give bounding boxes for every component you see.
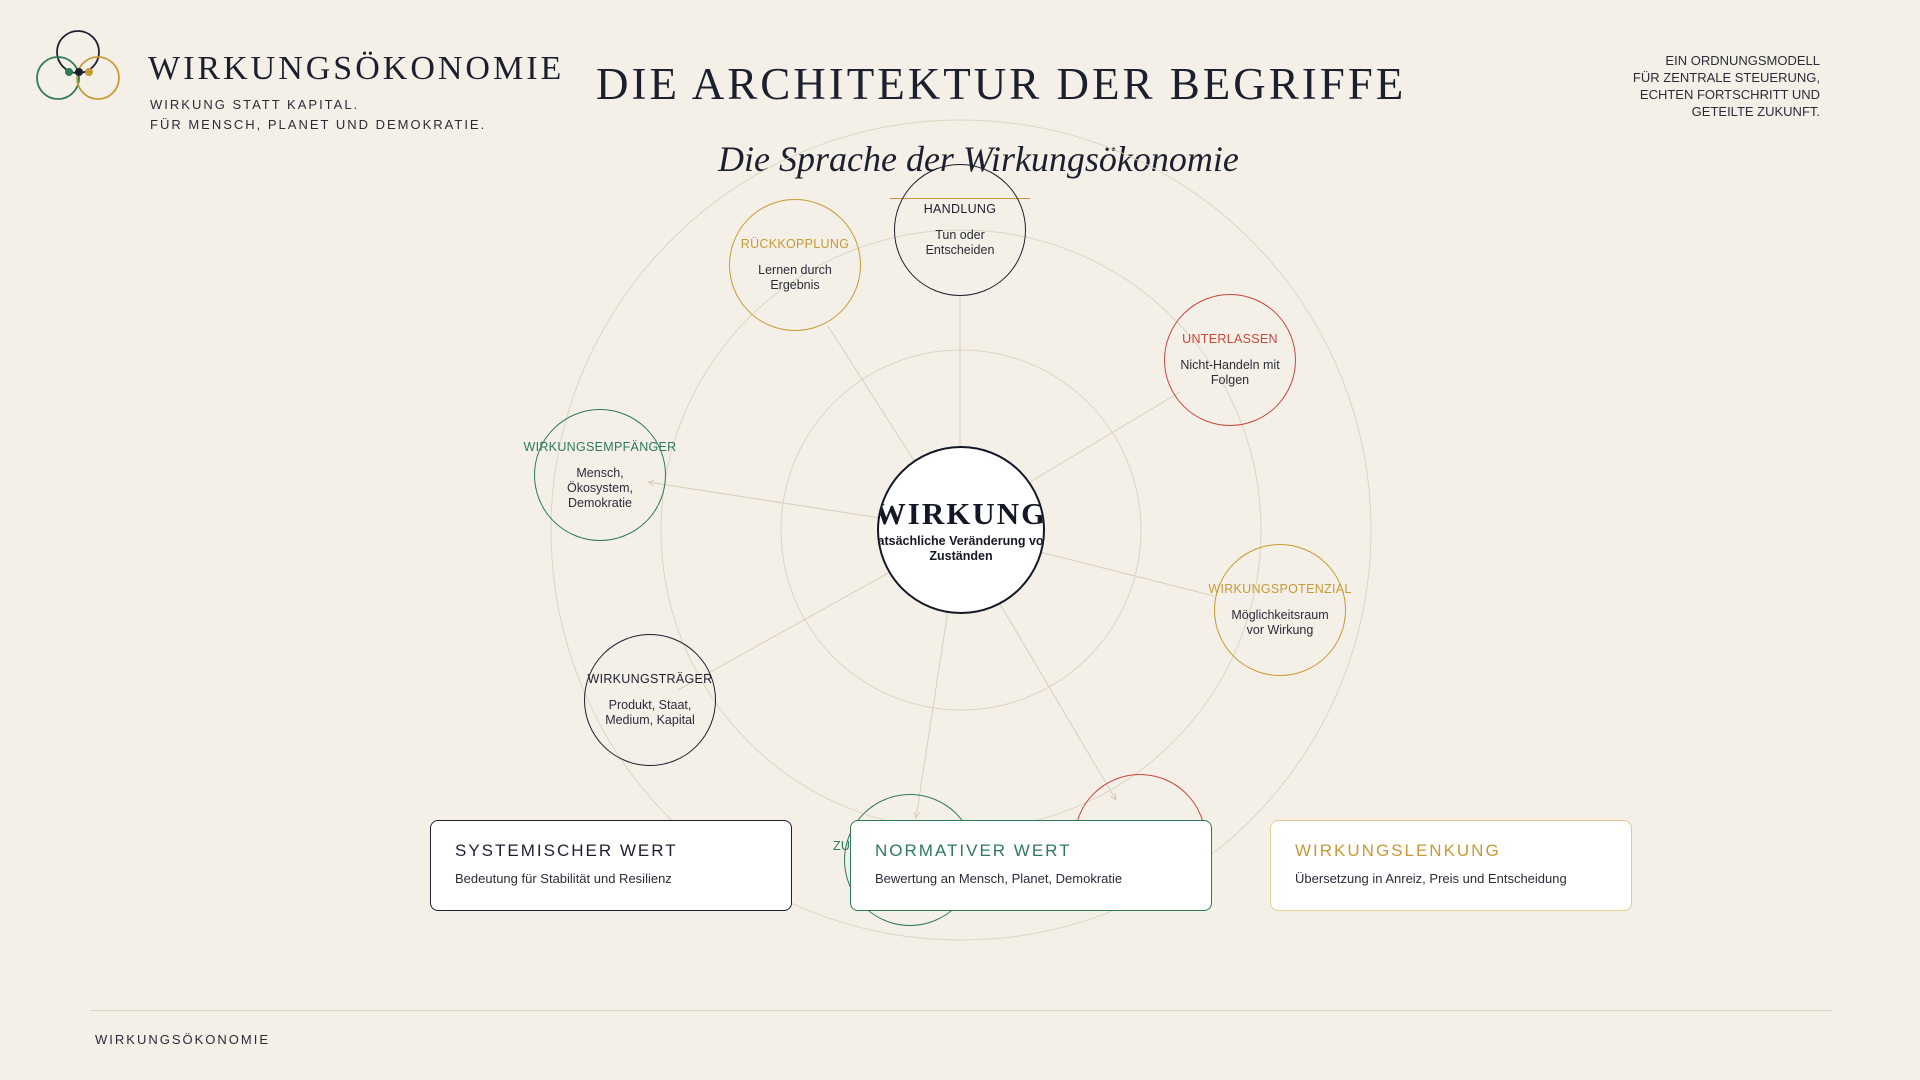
tagline: EIN ORDNUNGSMODELL FÜR ZENTRALE STEUERUN…: [1580, 52, 1820, 120]
connector-zustand: [916, 609, 949, 818]
card-systemischer-wert-title: SYSTEMISCHER WERT: [455, 841, 678, 860]
node-handlung-title: HANDLUNG: [923, 202, 997, 216]
footer-divider: [90, 1010, 1832, 1011]
node-wirkungspotenzial: WIRKUNGSPOTENZIAL Möglichkeitsraum vor W…: [1208, 544, 1351, 676]
card-wirkungslenkung-description: Übersetzung in Anreiz, Preis und Entsche…: [1295, 871, 1567, 886]
card-normativer-wert-description: Bewertung an Mensch, Planet, Demokratie: [875, 871, 1123, 886]
footer-brand: WIRKUNGSÖKONOMIE: [95, 1032, 271, 1047]
node-unterlassen: UNTERLASSEN Nicht-Handeln mit Folgen: [1164, 294, 1296, 426]
card-wirkungslenkung-title: WIRKUNGSLENKUNG: [1295, 841, 1501, 860]
card-wirkungslenkung: WIRKUNGSLENKUNG Übersetzung in Anreiz, P…: [1270, 820, 1632, 911]
inner-ring: [780, 349, 1142, 711]
node-wirkungsempfaenger-title: WIRKUNGSEMPFÄNGER: [523, 439, 677, 454]
page-title: DIE ARCHITEKTUR DER BEGRIFFE: [596, 59, 1407, 109]
node-wirkungspotenzial-description: Möglichkeitsraum vor Wirkung: [1231, 608, 1329, 637]
node-unterlassen-description: Nicht-Handeln mit Folgen: [1180, 358, 1280, 387]
node-wirkungspotenzial-title: WIRKUNGSPOTENZIAL: [1208, 582, 1352, 596]
tagline-line2: FÜR ZENTRALE STEUERUNG,: [1632, 70, 1820, 85]
card-normativer-wert: NORMATIVER WERT Bewertung an Mensch, Pla…: [850, 820, 1212, 911]
connector-traeger: [677, 571, 891, 691]
node-rueckkopplung-title: RÜCKKOPPLUNG: [740, 237, 850, 251]
node-zustand-title: ZU: [833, 839, 851, 853]
brand-subtitle-line2: FÜR MENSCH, PLANET UND DEMOKRATIE.: [150, 117, 487, 132]
node-rueckkopplung: RÜCKKOPPLUNG Lernen durch Ergebnis: [729, 199, 861, 331]
connector-unterlassen: [1019, 391, 1181, 489]
tagline-line3: ECHTEN FORTSCHRITT UND: [1639, 87, 1820, 102]
brand-title: WIRKUNGSÖKONOMIE: [148, 50, 565, 87]
connector-potenzial: [1039, 551, 1215, 597]
node-wirkungstraeger-description: Produkt, Staat, Medium, Kapital: [605, 698, 695, 727]
card-normativer-wert-title: NORMATIVER WERT: [875, 841, 1072, 860]
node-rueckkopplung-description: Lernen durch Ergebnis: [758, 263, 832, 292]
node-handlung: HANDLUNG Tun oder Entscheiden: [894, 164, 1026, 296]
brand-subtitle: WIRKUNG STATT KAPITAL. FÜR MENSCH, PLANE…: [150, 95, 486, 135]
card-systemischer-wert: SYSTEMISCHER WERT Bedeutung für Stabilit…: [430, 820, 792, 911]
node-wirkungstraeger-title: WIRKUNGSTRÄGER: [587, 672, 713, 686]
node-wirkungstraeger: WIRKUNGSTRÄGER Produkt, Staat, Medium, K…: [584, 634, 716, 766]
node-wirkungsempfaenger-description: Mensch, Ökosystem, Demokratie: [567, 465, 633, 510]
connector-red-lower: [999, 603, 1116, 800]
card-systemischer-wert-description: Bedeutung für Stabilität und Resilienz: [455, 871, 672, 886]
tagline-line1: EIN ORDNUNGSMODELL: [1665, 53, 1820, 68]
node-handlung-description: Tun oder Entscheiden: [925, 228, 995, 257]
connector-rueckkopplung: [827, 325, 921, 471]
node-unterlassen-title: UNTERLASSEN: [1182, 332, 1278, 346]
tagline-line4: GETEILTE ZUKUNFT.: [1691, 104, 1820, 119]
outer-ring: [550, 119, 1372, 941]
node-wirkungsempfaenger: WIRKUNGSEMPFÄNGER Mensch, Ökosystem, Dem…: [523, 409, 676, 541]
connector-empfaenger: [648, 482, 881, 519]
center-node-title: WIRKUNG: [877, 496, 1045, 531]
brand-subtitle-line1: WIRKUNG STATT KAPITAL.: [150, 97, 360, 112]
brand-logo: [36, 30, 120, 100]
